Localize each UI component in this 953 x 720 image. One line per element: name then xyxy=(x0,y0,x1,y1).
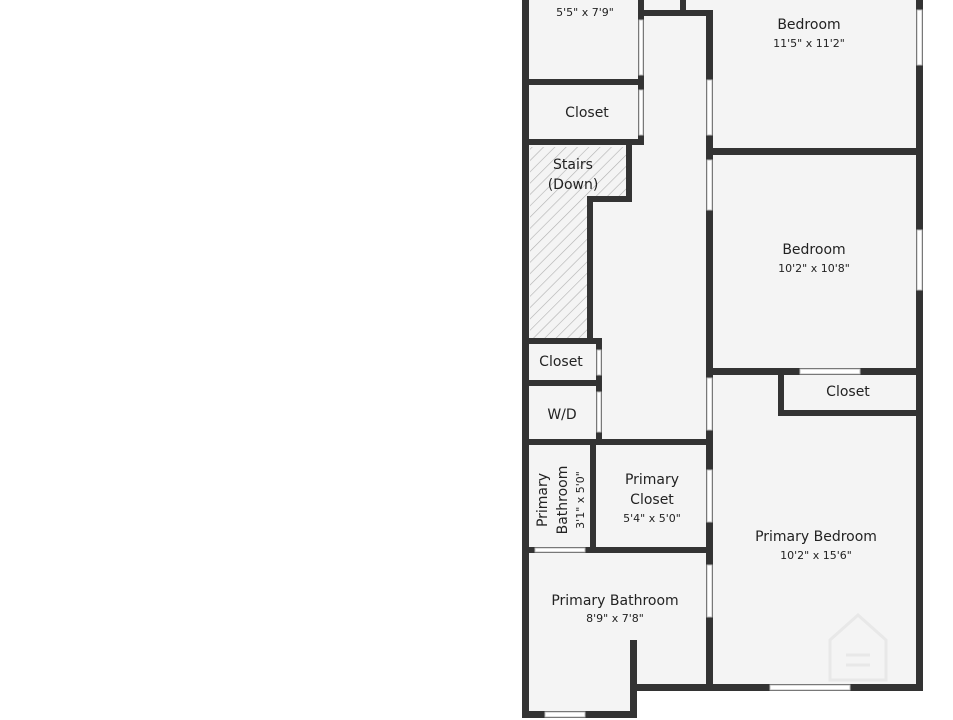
room-bedroom2-name: Bedroom xyxy=(782,242,845,258)
room-primary-bathroom-dim: 8'9" x 7'8" xyxy=(586,612,644,625)
room-primary-bathroom-small-line1: Primary xyxy=(535,473,551,527)
room-stairs-line2: (Down) xyxy=(548,177,599,193)
room-primary-bedroom-name: Primary Bedroom xyxy=(755,529,877,545)
room-top-left-dim: 5'5" x 7'9" xyxy=(556,6,614,19)
room-primary-bathroom-name: Primary Bathroom xyxy=(551,593,678,609)
room-wd-name: W/D xyxy=(547,407,576,423)
room-primary-bathroom-small-line2: Bathroom xyxy=(555,466,571,535)
room-closet1-name: Closet xyxy=(565,105,609,121)
room-closet3-name: Closet xyxy=(826,384,870,400)
watermark-logo-icon xyxy=(828,612,888,682)
room-primary-closet-line2: Closet xyxy=(630,492,674,508)
floor-area-bottom xyxy=(525,640,635,716)
openings xyxy=(534,9,923,718)
room-primary-closet-dim: 5'4" x 5'0" xyxy=(623,512,681,525)
room-stairs-line1: Stairs xyxy=(553,157,593,173)
stairs-hatch xyxy=(530,147,630,338)
room-primary-bedroom-dim: 10'2" x 15'6" xyxy=(780,549,852,562)
room-bedroom1-name: Bedroom xyxy=(777,17,840,33)
room-bedroom1-dim: 11'5" x 11'2" xyxy=(773,37,845,50)
floor-area xyxy=(525,0,921,690)
room-primary-bathroom-small-dim: 3'1" x 5'0" xyxy=(574,471,587,529)
room-closet2-name: Closet xyxy=(539,354,583,370)
room-bedroom2-dim: 10'2" x 10'8" xyxy=(778,262,850,275)
room-primary-closet-line1: Primary xyxy=(625,472,679,488)
